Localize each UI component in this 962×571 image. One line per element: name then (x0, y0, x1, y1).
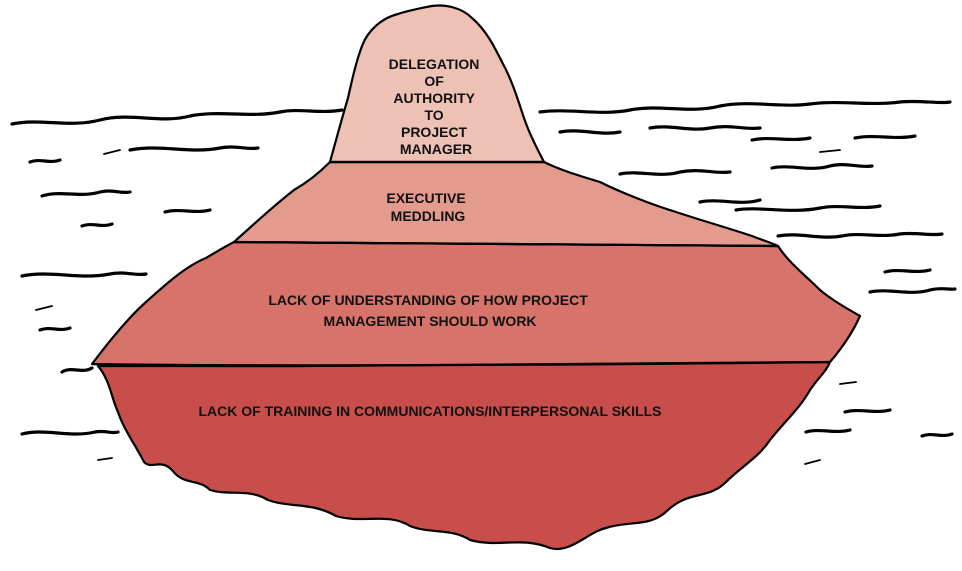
base-label-line-1: LACK OF TRAINING IN COMMUNICATIONS/INTER… (198, 403, 661, 419)
waterline-label: LACK OF UNDERSTANDING OF HOW PROJECT MAN… (268, 292, 591, 329)
iceberg (90, 4, 862, 551)
layer-labels: DELEGATION OF AUTHORITY TO PROJECT MANAG… (198, 56, 661, 419)
layer-base-shape (96, 360, 832, 551)
tip-label: DELEGATION OF AUTHORITY TO PROJECT MANAG… (389, 56, 484, 157)
waterline-label-line-2: MANAGEMENT SHOULD WORK (323, 313, 536, 329)
tip-label-line-6: MANAGER (400, 141, 472, 157)
sea-waves (10, 99, 957, 465)
base-label: LACK OF TRAINING IN COMMUNICATIONS/INTER… (198, 403, 661, 419)
tip-label-line-1: DELEGATION (389, 56, 480, 72)
tip-label-line-2: OF (424, 73, 444, 89)
upper-label-line-2: MEDDLING (391, 208, 466, 224)
layer-upper-shape (232, 160, 780, 248)
tip-label-line-5: PROJECT (401, 124, 468, 140)
waterline-label-line-1: LACK OF UNDERSTANDING OF HOW PROJECT (268, 292, 588, 308)
tip-label-line-3: AUTHORITY (393, 90, 475, 106)
upper-label: EXECUTIVE MEDDLING (386, 190, 469, 224)
upper-label-line-1: EXECUTIVE (386, 190, 465, 206)
tip-label-line-4: TO (424, 107, 443, 123)
